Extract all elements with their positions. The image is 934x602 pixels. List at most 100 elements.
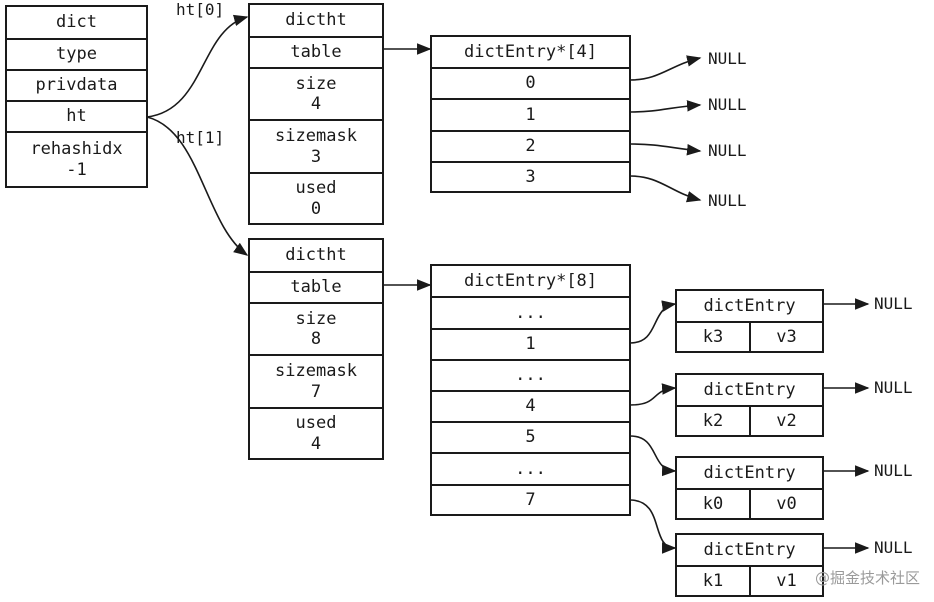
entry-kv-row: k2 v2 [677,405,822,435]
entry-key: k0 [677,490,751,518]
table8-slot: ... [432,452,629,484]
table4-slot: 0 [432,67,629,98]
ht1-label: ht[1] [176,128,225,147]
dict-entry-k3: dictEntry k3 v3 [675,289,824,353]
table8-slot: 5 [432,421,629,452]
entry-key: k1 [677,567,751,595]
dict-entry-k0: dictEntry k0 v0 [675,456,824,520]
entry-kv-row: k1 v1 [677,565,822,595]
table4-slot: 3 [432,161,629,191]
arrow-ht-to-ht1 [146,116,249,256]
dict-rehashidx-field: rehashidx -1 [7,131,146,186]
entry-header: dictEntry [677,535,822,565]
null-label: NULL [708,95,747,114]
ht0-size-value: 4 [310,94,322,114]
dict-ht-text: ht [66,106,87,127]
table4-header: dictEntry*[4] [432,37,629,67]
ht1-header: dictht [250,240,382,271]
ht0-table-text: table [290,42,342,63]
arrow-slot0-null [629,55,702,81]
ht0-used-value: 0 [310,198,322,219]
table8-slot: 4 [432,390,629,421]
table4-slot-text: 2 [525,136,536,157]
table8-slot-text: ... [515,365,546,386]
ht0-sizemask-value: 3 [310,146,322,167]
table4-array: dictEntry*[4] 0 1 2 3 [430,35,631,193]
dict-privdata-field: privdata [7,69,146,100]
ht0-size-label: size [295,73,337,94]
null-label: NULL [874,294,913,313]
entry-value: v3 [776,326,797,347]
entry-header: dictEntry [677,375,822,405]
entry-header-text: dictEntry [703,295,796,316]
dict-struct: dict type privdata ht rehashidx -1 [5,5,148,188]
ht0-used-label: used [295,178,337,199]
dict-header: dict [7,7,146,38]
arrow-slot4-entry [629,383,677,406]
table4-slot: 1 [432,98,629,130]
table8-array: dictEntry*[8] ... 1 ... 4 5 ... 7 [430,264,631,516]
entry-kv-row: k0 v0 [677,488,822,518]
table8-slot-text: 4 [525,396,536,417]
entry-key: k3 [677,323,751,351]
table8-slot-text: ... [515,458,546,479]
ht1-size-label: size [295,308,337,329]
arrow-slot2-null [629,143,702,156]
ht0-sizemask-label: sizemask [275,126,357,147]
null-label: NULL [708,49,747,68]
arrow-slot1-null [629,100,702,113]
dict-privdata-text: privdata [35,75,118,96]
table8-slot-text: 1 [525,334,536,355]
table8-header: dictEntry*[8] [432,266,629,296]
null-label: NULL [874,538,913,557]
entry-header-text: dictEntry [703,379,796,400]
table8-slot-text: ... [515,302,546,323]
arrow-slot1-entry [629,300,677,344]
table8-slot-text: 7 [525,489,536,510]
ht1-header-text: dictht [285,245,347,266]
table8-header-text: dictEntry*[8] [463,270,598,291]
arrow-slot3-null [629,175,702,203]
ht0-table-field: table [250,36,382,67]
entry-value: v0 [776,493,797,514]
null-label: NULL [708,141,747,160]
entry-header: dictEntry [677,291,822,321]
ht0-header: dictht [250,5,382,36]
ht1-used-label: used [295,413,337,434]
table4-header-text: dictEntry*[4] [463,41,598,62]
arrow-slot7-entry [629,499,677,554]
null-label: NULL [874,378,913,397]
entry-key: k2 [677,407,751,435]
table8-slot: ... [432,296,629,328]
table8-slot: ... [432,359,629,390]
ht1-table-field: table [250,271,382,302]
ht1-sizemask-value: 7 [310,381,322,402]
watermark: @掘金技术社区 [814,569,920,587]
dict-entry-k1: dictEntry k1 v1 [675,533,824,597]
null-label: NULL [874,461,913,480]
entry-value: v1 [776,570,797,591]
arrow-ht-to-ht0 [146,14,249,118]
dict-rehashidx-label: rehashidx [30,139,123,160]
entry-header-text: dictEntry [703,462,796,483]
dict-type-field: type [7,38,146,69]
ht1-sizemask-label: sizemask [275,361,357,382]
entry-kv-row: k3 v3 [677,321,822,351]
entry-header: dictEntry [677,458,822,488]
ht1-size-value: 8 [310,329,322,349]
table4-slot-text: 0 [525,73,536,94]
table8-slot: 7 [432,484,629,514]
dict-ht-field: ht [7,100,146,131]
table4-slot: 2 [432,130,629,161]
arrow-slot5-entry [629,435,677,477]
